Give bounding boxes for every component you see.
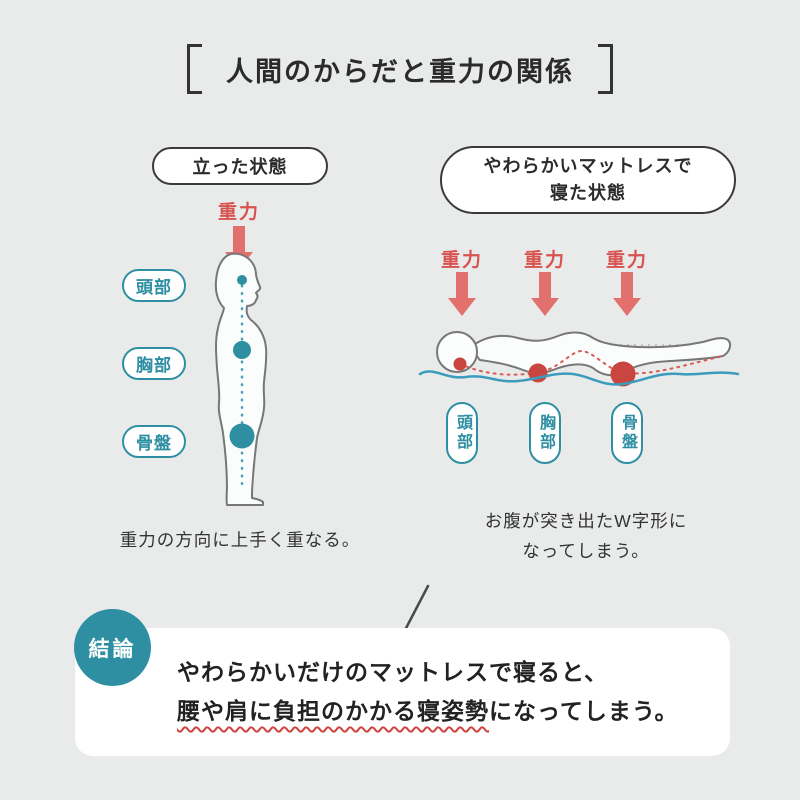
lying-gravity-label-3: 重力: [605, 250, 648, 271]
lying-body-outline: [473, 331, 732, 377]
lying-state-label: やわらかいマットレスで 寝た状態: [440, 146, 736, 214]
conclusion-bubble: [75, 628, 730, 756]
lying-caption: お腹が突き出たW字形に なってしまう。: [484, 511, 688, 561]
conclusion-line2-rest: になってしまう。: [489, 698, 679, 724]
standing-caption: 重力の方向に上手く重なる。: [119, 530, 361, 550]
standing-part-head: 頭部: [122, 269, 186, 302]
lying-part-chest: 胸部: [529, 402, 561, 464]
conclusion-line2-emphasized: 腰や肩に負担のかかる寝姿勢: [177, 698, 489, 724]
lying-head: [436, 331, 478, 373]
conclusion-line2: 腰や肩に負担のかかる寝姿勢になってしまう。: [177, 692, 678, 731]
gravity-arrow-head: [448, 272, 476, 316]
page-title: 人間のからだと重力の関係: [226, 56, 574, 87]
lying-gravity-label-2: 重力: [523, 250, 566, 271]
standing-part-chest: 胸部: [122, 347, 186, 380]
title-bracket-right: [598, 44, 613, 94]
dot-head-lying: [453, 357, 467, 371]
title-bracket-left: [187, 44, 202, 94]
standing-body-outline: [214, 252, 268, 506]
standing-part-pelvis: 骨盤: [122, 425, 186, 458]
dot-pelvis-standing: [229, 423, 255, 449]
lying-figure: [418, 331, 740, 387]
bubble-tail-line: [402, 584, 430, 634]
dot-chest-standing: [233, 341, 251, 359]
standing-gravity-label: 重力: [217, 202, 260, 223]
gravity-arrow-pelvis: [613, 272, 641, 316]
gravity-arrow-chest: [531, 272, 559, 316]
standing-figure: [214, 252, 268, 506]
dot-pelvis-lying: [610, 361, 636, 387]
conclusion-text: やわらかいだけのマットレスで寝ると、 腰や肩に負担のかかる寝姿勢になってしまう。: [177, 653, 678, 731]
spine-w-dotted-line: [459, 349, 724, 376]
title-row: 人間のからだと重力の関係: [0, 44, 800, 94]
conclusion-badge: 結論: [74, 609, 151, 686]
lying-part-head: 頭部: [446, 402, 478, 464]
dot-head-standing: [237, 275, 247, 285]
lying-gravity-label-1: 重力: [440, 250, 483, 271]
standing-state-label: 立った状態: [152, 147, 328, 185]
conclusion-line1: やわらかいだけのマットレスで寝ると、: [177, 659, 609, 685]
lying-part-pelvis: 骨盤: [611, 402, 643, 464]
mattress-line: [418, 370, 740, 386]
